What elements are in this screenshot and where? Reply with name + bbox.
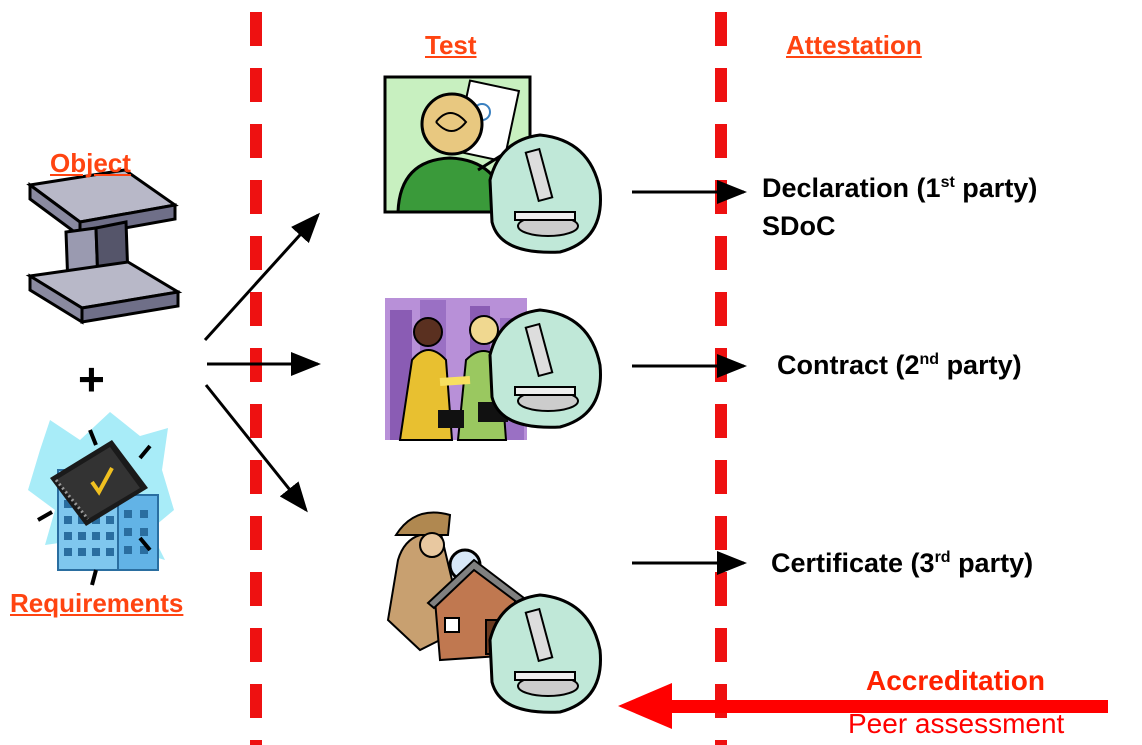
requirements-book-icon: [28, 412, 174, 586]
microscope-icon: [488, 133, 602, 254]
header-attestation: Attestation: [786, 30, 922, 60]
declaration-suffix: party): [954, 173, 1038, 203]
header-requirements: Requirements: [10, 588, 184, 618]
microscope-icon: [488, 593, 602, 714]
attestation-declaration: Declaration (1st party): [762, 173, 1037, 204]
contract-ordinal: nd: [919, 351, 940, 368]
declaration-prefix: Declaration (1: [762, 173, 941, 203]
plus-sign: +: [78, 353, 105, 405]
attestation-certificate: Certificate (3rd party): [771, 548, 1033, 579]
accreditation-arrow: [618, 683, 1108, 729]
certificate-suffix: party): [950, 548, 1034, 578]
attestation-sdoc: SDoC: [762, 211, 836, 241]
steel-beam-icon: [25, 168, 183, 325]
arrow-to-first-party-test: [203, 212, 321, 342]
certificate-ordinal: rd: [934, 549, 951, 566]
flow-arrows: [203, 180, 747, 575]
accreditation-subtitle: Peer assessment: [848, 708, 1065, 739]
certificate-prefix: Certificate (3: [771, 548, 935, 578]
attestation-contract: Contract (2nd party): [777, 350, 1022, 381]
arrow-to-third-party-test: [204, 384, 308, 513]
accreditation-title: Accreditation: [866, 665, 1045, 696]
header-test: Test: [425, 30, 477, 60]
contract-prefix: Contract (2: [777, 350, 920, 380]
scientist-icon: [383, 75, 532, 214]
declaration-ordinal: st: [940, 174, 955, 191]
header-object: Object: [50, 148, 131, 178]
contract-suffix: party): [939, 350, 1022, 380]
microscope-icon: [488, 308, 602, 429]
